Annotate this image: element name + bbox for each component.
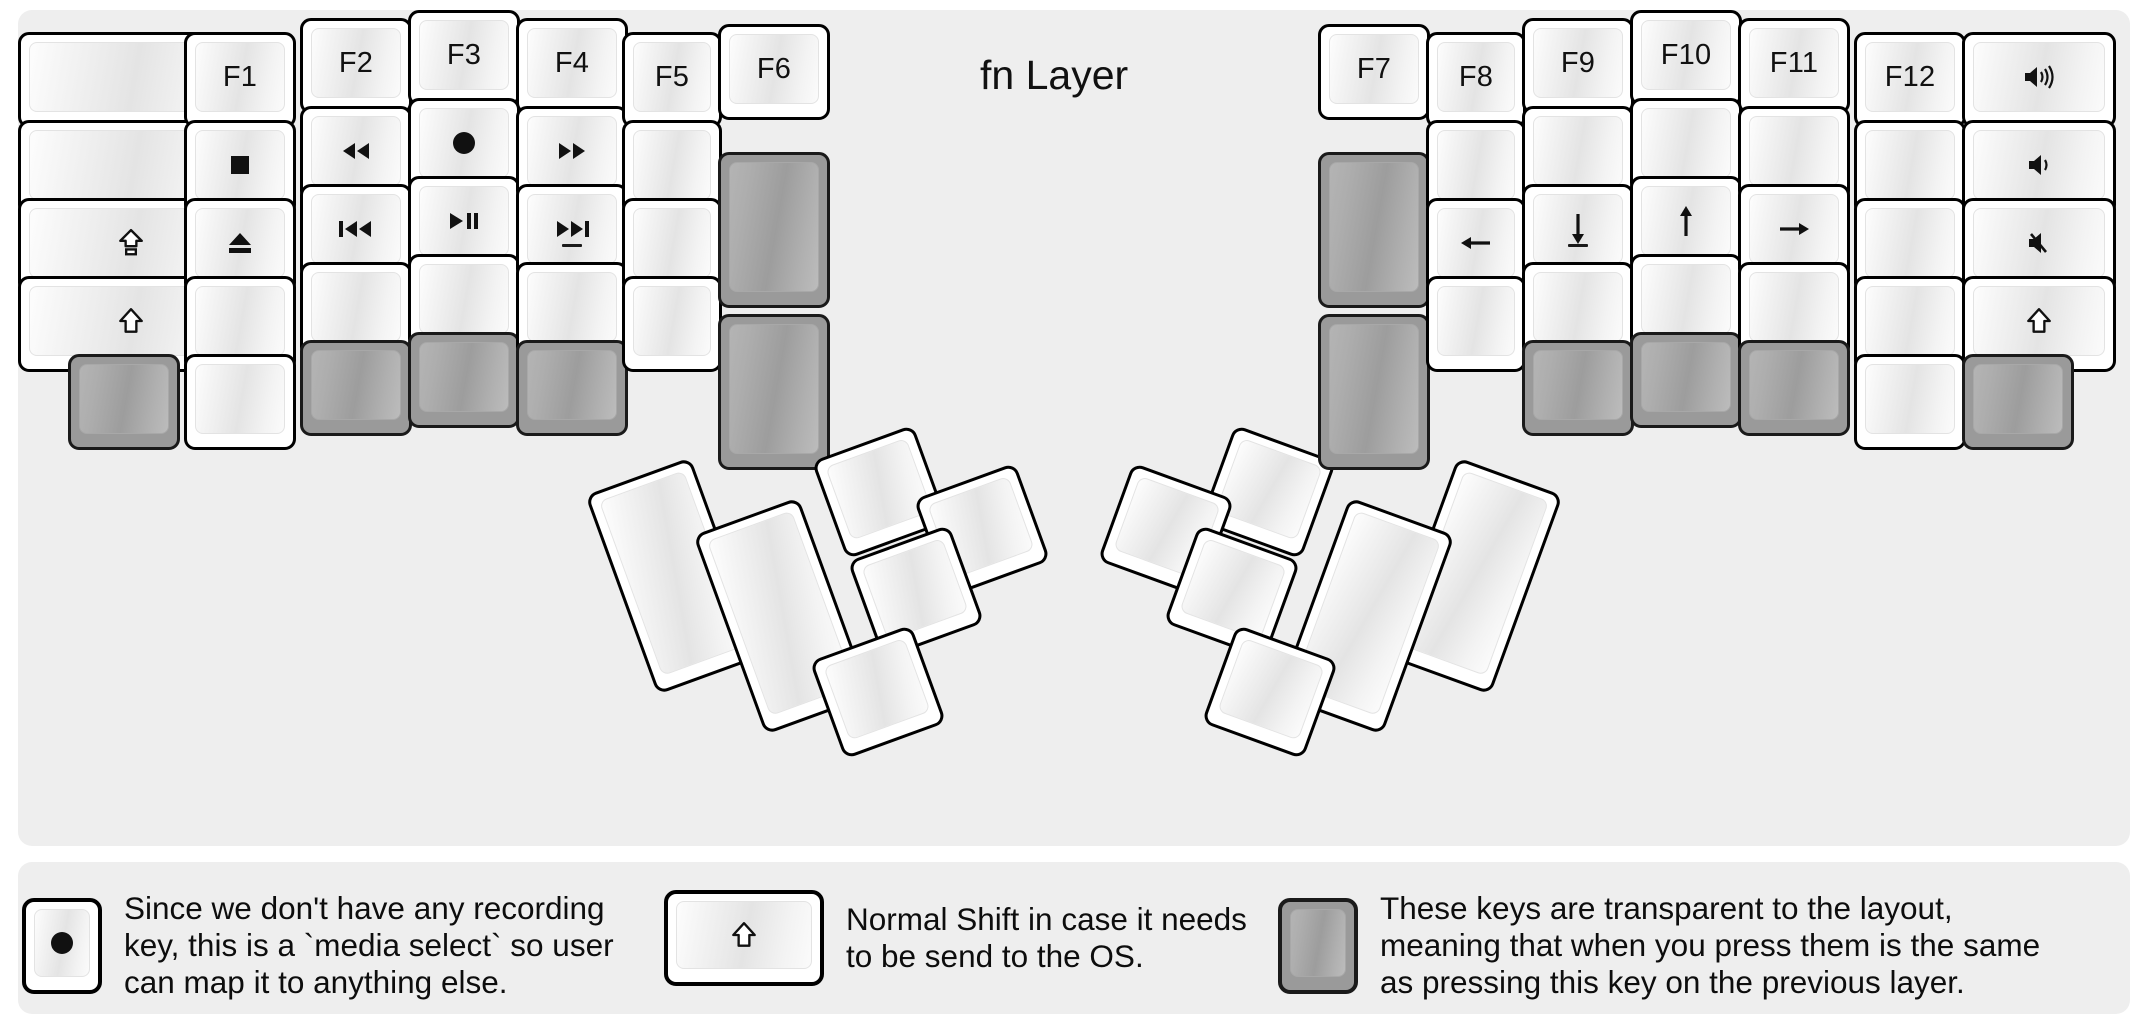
media-fast-forward-icon (555, 140, 589, 162)
key-f9-col-r5-transparent[interactable] (1522, 340, 1634, 436)
key-f11-col-r5-transparent[interactable] (1738, 340, 1850, 436)
legend-text-record: Since we don't have any recording key, t… (124, 890, 614, 1001)
key-f12[interactable]: F12 (1854, 32, 1966, 128)
key-label: F8 (1458, 60, 1494, 93)
shift-icon (2026, 306, 2052, 336)
arrow-down-icon (1567, 212, 1589, 246)
media-record-icon (451, 130, 477, 156)
key-f3-col-r5-transparent[interactable] (408, 332, 520, 428)
legend-item-record: Since we don't have any recording key, t… (22, 890, 614, 1001)
caps-lock-icon (118, 228, 144, 258)
key-f10-col-r5-transparent[interactable] (1630, 332, 1742, 428)
legend-key-transparent (1278, 897, 1358, 994)
key-f7[interactable]: F7 (1318, 24, 1430, 120)
media-play-pause-icon (447, 210, 481, 232)
key-f8[interactable]: F8 (1426, 32, 1526, 128)
key-f7-col-r2-transparent[interactable] (1318, 152, 1430, 308)
volume-up-icon (2022, 64, 2056, 90)
key-label: F1 (222, 60, 258, 93)
key-label: F6 (756, 52, 792, 85)
volume-down-icon (2026, 152, 2052, 178)
key-f1[interactable]: F1 (184, 32, 296, 128)
legend-panel (18, 862, 2130, 1014)
arrow-left-icon (1459, 232, 1493, 254)
key-label: F10 (1660, 38, 1712, 71)
key-label: F2 (338, 46, 374, 79)
homing-bar (562, 244, 582, 247)
key-label: F4 (554, 46, 590, 79)
arrow-up-icon (1675, 204, 1697, 238)
arrow-right-icon (1777, 218, 1811, 240)
key-label: F5 (654, 60, 690, 93)
legend-key-shift (664, 890, 824, 986)
media-stop-icon (229, 154, 251, 176)
key-label: F3 (446, 38, 482, 71)
legend-text-shift: Normal Shift in case it needs to be send… (846, 900, 1247, 974)
media-rewind-icon (339, 140, 373, 162)
key-f3[interactable]: F3 (408, 10, 520, 106)
volume-mute-icon (2026, 230, 2052, 256)
key-f6[interactable]: F6 (718, 24, 830, 120)
key-f12-col-r5[interactable] (1854, 354, 1966, 450)
homing-bar (1568, 244, 1588, 247)
key-f5[interactable]: F5 (622, 32, 722, 128)
media-eject-icon (227, 231, 253, 255)
key-f4-col-r4[interactable] (516, 262, 628, 358)
key-f5-col-r4[interactable] (622, 276, 722, 372)
key-left-outer-r5-transparent[interactable] (68, 354, 180, 450)
key-f6-col-r3-transparent[interactable] (718, 314, 830, 470)
key-f10[interactable]: F10 (1630, 10, 1742, 106)
legend-key-record (22, 897, 102, 994)
key-f11[interactable]: F11 (1738, 18, 1850, 114)
key-label: F9 (1560, 46, 1596, 79)
key-label: F7 (1356, 52, 1392, 85)
shift-icon (731, 920, 757, 950)
media-prev-track-icon (337, 218, 375, 240)
key-f6-col-r2-transparent[interactable] (718, 152, 830, 308)
key-f7-col-r3-transparent[interactable] (1318, 314, 1430, 470)
legend-item-transparent: These keys are transparent to the layout… (1278, 890, 2040, 1001)
key-right-outer-r5-transparent[interactable] (1962, 354, 2074, 450)
key-f2-col-r5-transparent[interactable] (300, 340, 412, 436)
key-f8-col-r4[interactable] (1426, 276, 1526, 372)
key-label: F12 (1884, 60, 1936, 93)
key-f4[interactable]: F4 (516, 18, 628, 114)
media-record-icon (49, 930, 75, 956)
key-f1-col-r5[interactable] (184, 354, 296, 450)
legend-item-shift: Normal Shift in case it needs to be send… (664, 890, 1247, 986)
shift-icon (118, 306, 144, 336)
media-next-track-icon (553, 218, 591, 240)
key-f2[interactable]: F2 (300, 18, 412, 114)
key-label: F11 (1769, 46, 1819, 79)
key-volume-up[interactable] (1962, 32, 2116, 128)
key-f4-col-r5-transparent[interactable] (516, 340, 628, 436)
legend-text-transparent: These keys are transparent to the layout… (1380, 890, 2041, 1001)
key-f9[interactable]: F9 (1522, 18, 1634, 114)
page-title: fn Layer (980, 52, 1129, 98)
